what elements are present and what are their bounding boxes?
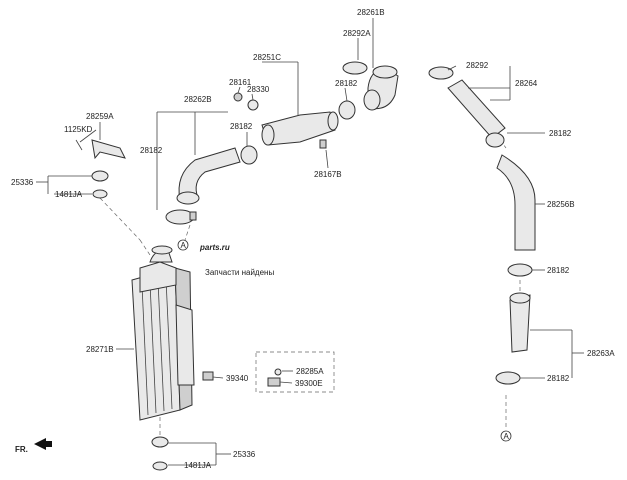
label-28292A: 28292A <box>343 29 371 38</box>
front-label: FR. <box>15 445 28 454</box>
watermark: parts.ru Запчасти найдены <box>199 243 274 277</box>
watermark-logo: parts.ru <box>199 243 230 252</box>
mounts <box>91 170 169 471</box>
label-28261B: 28261B <box>357 8 385 17</box>
label-28292: 28292 <box>466 61 489 70</box>
part-labels: 28261B 28292A 28251C 28161 28330 28182 2… <box>11 8 615 470</box>
pipe-28251C <box>233 92 339 165</box>
reference-marker-a-right: A <box>500 430 512 442</box>
label-28251C: 28251C <box>253 53 281 62</box>
clamp-28182-left <box>165 209 197 225</box>
label-28182-right3: 28182 <box>547 374 570 383</box>
hose-28263A <box>495 292 531 385</box>
label-25336-bot: 25336 <box>233 450 256 459</box>
label-1481JA-top: 1481JA <box>55 190 83 199</box>
bracket-28259A <box>75 139 126 160</box>
label-1125KD: 1125KD <box>64 125 93 134</box>
pipe-28256B <box>496 154 536 277</box>
label-39300E: 39300E <box>295 379 323 388</box>
front-indicator: FR. <box>15 438 52 454</box>
svg-text:A: A <box>504 432 510 441</box>
label-28259A: 28259A <box>86 112 114 121</box>
label-28263A: 28263A <box>587 349 615 358</box>
label-28256B: 28256B <box>547 200 575 209</box>
label-28262B: 28262B <box>184 95 212 104</box>
front-arrow-icon <box>34 438 52 450</box>
leader-lines <box>36 18 584 466</box>
watermark-caption: Запчасти найдены <box>205 268 274 277</box>
label-28182-left: 28182 <box>140 146 163 155</box>
label-25336-top: 25336 <box>11 178 34 187</box>
hose-28261B <box>338 61 399 120</box>
label-28167B: 28167B <box>314 170 342 179</box>
label-28271B: 28271B <box>86 345 114 354</box>
label-28161: 28161 <box>229 78 252 87</box>
label-28182-top: 28182 <box>335 79 358 88</box>
label-28182-right1: 28182 <box>549 129 572 138</box>
intercooler <box>131 245 195 421</box>
label-28182-right2: 28182 <box>547 266 570 275</box>
hose-28264 <box>428 66 506 148</box>
label-28330: 28330 <box>247 85 270 94</box>
label-28264: 28264 <box>515 79 538 88</box>
label-1481JA-bot: 1481JA <box>184 461 212 470</box>
label-28285A: 28285A <box>296 367 324 376</box>
label-39340: 39340 <box>226 374 249 383</box>
label-28182-mid: 28182 <box>230 122 253 131</box>
svg-text:A: A <box>181 241 187 250</box>
reference-marker-a-left: A <box>177 239 189 251</box>
hose-28262B <box>176 147 241 205</box>
